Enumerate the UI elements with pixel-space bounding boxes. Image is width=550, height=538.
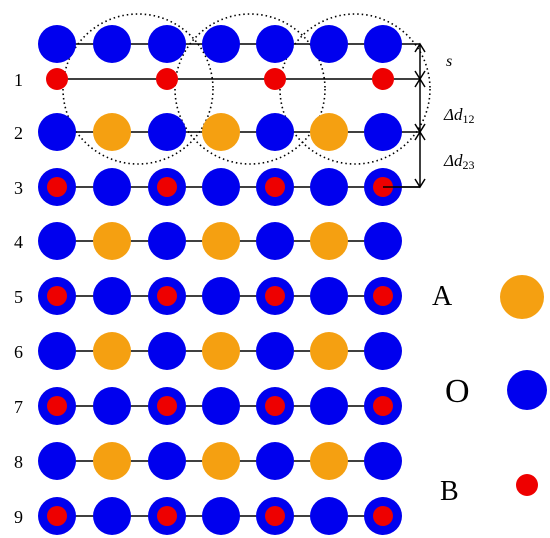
oxygen-atom	[93, 497, 131, 535]
layer-label: 2	[14, 123, 23, 143]
b-cation	[157, 177, 177, 197]
oxygen-atom	[38, 332, 76, 370]
coordination-circle	[62, 13, 214, 165]
oxygen-atom	[364, 332, 402, 370]
layer-label: 7	[14, 397, 23, 417]
a-cation	[202, 113, 240, 151]
oxygen-atom	[364, 442, 402, 480]
a-cation	[202, 442, 240, 480]
b-cation	[264, 68, 286, 90]
layer-label: 9	[14, 507, 23, 527]
layer-label: 8	[14, 452, 23, 472]
a-cation	[93, 442, 131, 480]
legend-label-O: O	[445, 373, 470, 410]
b-cation	[47, 286, 67, 306]
a-cation	[310, 332, 348, 370]
legend-swatch-O	[507, 370, 547, 410]
a-cation	[202, 222, 240, 260]
oxygen-atom	[93, 168, 131, 206]
coordination-circle	[279, 13, 431, 165]
b-cation	[47, 396, 67, 416]
delta-d12-label: Δd12	[443, 105, 474, 126]
b-cation	[265, 177, 285, 197]
oxygen-atom	[93, 25, 131, 63]
oxygen-atom	[148, 332, 186, 370]
a-cation	[310, 113, 348, 151]
oxygen-atom	[202, 387, 240, 425]
d23-arrow-head	[414, 130, 426, 141]
oxygen-atom	[202, 25, 240, 63]
oxygen-atom	[38, 25, 76, 63]
oxygen-atom	[202, 277, 240, 315]
legend-swatch-A	[500, 275, 544, 319]
b-cation	[265, 396, 285, 416]
oxygen-atom	[256, 332, 294, 370]
layer-label: 3	[14, 178, 23, 198]
oxygen-atom	[310, 277, 348, 315]
oxygen-atom	[38, 113, 76, 151]
a-cation	[93, 113, 131, 151]
oxygen-atom	[202, 497, 240, 535]
coordination-circle	[174, 13, 326, 165]
oxygen-atom	[202, 168, 240, 206]
b-cation	[373, 286, 393, 306]
oxygen-atom	[256, 442, 294, 480]
oxygen-atom	[310, 387, 348, 425]
oxygen-atom	[310, 497, 348, 535]
oxygen-atom	[364, 25, 402, 63]
oxygen-atom	[310, 168, 348, 206]
b-cation	[157, 286, 177, 306]
b-cation	[372, 68, 394, 90]
delta-d23-label: Δd23	[443, 151, 474, 172]
oxygen-atom	[148, 222, 186, 260]
layer-label: 1	[14, 70, 23, 90]
oxygen-atom	[148, 25, 186, 63]
s-label: s	[446, 53, 452, 70]
legend-label-A: A	[432, 281, 453, 312]
a-cation	[310, 442, 348, 480]
s-arrow-head	[414, 42, 426, 53]
oxygen-atom	[148, 442, 186, 480]
oxygen-atom	[148, 113, 186, 151]
oxygen-atom	[93, 277, 131, 315]
oxygen-atom	[38, 222, 76, 260]
oxygen-atom	[364, 222, 402, 260]
b-cation	[47, 506, 67, 526]
oxygen-atom	[364, 113, 402, 151]
b-cation	[46, 68, 68, 90]
oxygen-atom	[38, 442, 76, 480]
a-cation	[202, 332, 240, 370]
b-cation	[156, 68, 178, 90]
a-cation	[93, 222, 131, 260]
oxygen-atom	[93, 387, 131, 425]
legend-label-B: B	[440, 476, 459, 507]
d12-arrow-head	[414, 77, 426, 88]
layer-label: 4	[14, 232, 23, 252]
b-cation	[157, 396, 177, 416]
layer-label: 5	[14, 287, 23, 307]
oxygen-atom	[256, 113, 294, 151]
a-cation	[93, 332, 131, 370]
a-cation	[310, 222, 348, 260]
b-cation	[373, 396, 393, 416]
b-cation	[265, 506, 285, 526]
layer-label: 6	[14, 342, 23, 362]
oxygen-atom	[256, 25, 294, 63]
oxygen-atom	[256, 222, 294, 260]
b-cation	[373, 506, 393, 526]
b-cation	[47, 177, 67, 197]
oxygen-atom	[310, 25, 348, 63]
b-cation	[157, 506, 177, 526]
b-cation	[265, 286, 285, 306]
legend-swatch-B	[516, 474, 538, 496]
